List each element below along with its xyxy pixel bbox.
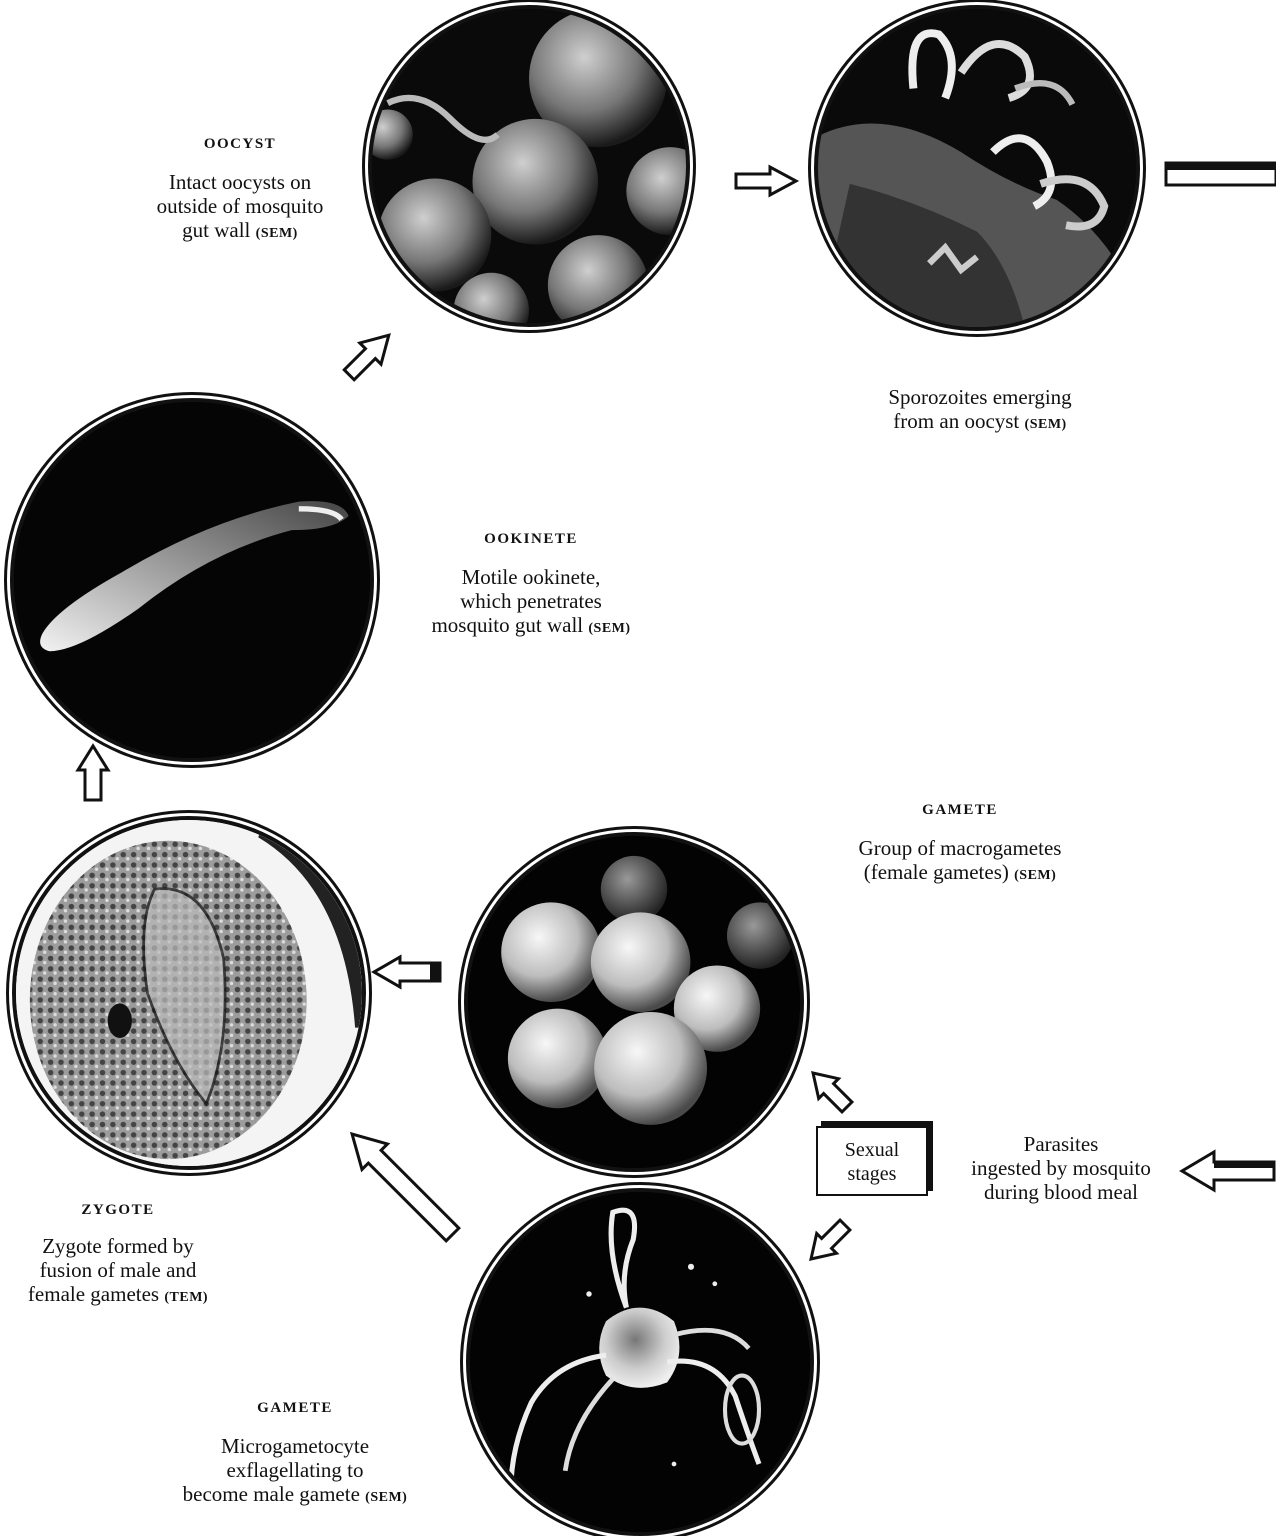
- caption-sporozoites: Sporozoites emerging from an oocyst (SEM…: [830, 385, 1130, 437]
- ookinete-micrograph: [10, 398, 374, 762]
- caption-ookinete-line: mosquito gut wall: [431, 613, 583, 637]
- caption-parasites-line: Parasites: [946, 1132, 1176, 1156]
- caption-oocyst-method: (SEM): [256, 226, 298, 241]
- arrow-zygote-to-ookinete: [76, 744, 110, 802]
- caption-gamete-female: GAMETE Group of macrogametes (female gam…: [820, 798, 1100, 888]
- arrow-sexual-to-macrogamete: [800, 1060, 860, 1120]
- caption-oocyst-line: gut wall: [182, 218, 250, 242]
- caption-zygote-line: Zygote formed by: [0, 1234, 236, 1258]
- caption-gamete-female-line: Group of macrogametes: [820, 836, 1100, 860]
- caption-gamete-male-title: GAMETE: [140, 1396, 450, 1420]
- caption-gamete-male: GAMETE Microgametocyte exflagellating to…: [140, 1396, 450, 1510]
- caption-ookinete-line: Motile ookinete,: [386, 565, 676, 589]
- caption-gamete-female-title: GAMETE: [820, 798, 1100, 822]
- caption-parasites-line: ingested by mosquito: [946, 1156, 1176, 1180]
- sexual-stages-box: Sexual stages: [816, 1126, 928, 1196]
- arrow-oocyst-to-sporozoite: [734, 165, 798, 197]
- arrow-macrogamete-to-zygote: [372, 955, 442, 989]
- caption-parasites: Parasites ingested by mosquito during bl…: [946, 1132, 1176, 1204]
- caption-oocyst: OOCYST Intact oocysts on outside of mosq…: [120, 132, 360, 246]
- caption-gamete-female-line: (female gametes): [864, 860, 1009, 884]
- zygote-micrograph: [12, 816, 366, 1170]
- caption-gamete-male-line: Microgametocyte: [140, 1434, 450, 1458]
- caption-zygote: ZYGOTE Zygote formed by fusion of male a…: [0, 1198, 236, 1310]
- caption-oocyst-line: outside of mosquito: [120, 194, 360, 218]
- sexual-stages-line1: Sexual: [818, 1138, 926, 1162]
- caption-gamete-female-method: (SEM): [1014, 868, 1056, 883]
- arrow-sexual-to-microgamete: [796, 1212, 860, 1272]
- arrow-parasites-ingested: [1180, 1148, 1276, 1194]
- arrow-microgamete-to-zygote: [328, 1110, 478, 1260]
- caption-ookinete-line: which penetrates: [386, 589, 676, 613]
- caption-zygote-method: (TEM): [164, 1290, 208, 1305]
- sexual-stages-line2: stages: [818, 1162, 926, 1186]
- arrow-ookinete-to-oocyst: [336, 322, 402, 388]
- caption-ookinete: OOKINETE Motile ookinete, which penetrat…: [386, 527, 676, 641]
- macrogamete-micrograph: [464, 832, 804, 1172]
- caption-parasites-line: during blood meal: [946, 1180, 1176, 1204]
- caption-ookinete-method: (SEM): [588, 621, 630, 636]
- caption-sporozoites-line: Sporozoites emerging: [830, 385, 1130, 409]
- sporozoite-micrograph: [814, 5, 1140, 331]
- caption-zygote-line: female gametes: [28, 1282, 159, 1306]
- caption-gamete-male-line: exflagellating to: [140, 1458, 450, 1482]
- caption-zygote-title: ZYGOTE: [0, 1198, 236, 1222]
- caption-gamete-male-method: (SEM): [365, 1490, 407, 1505]
- caption-gamete-male-line: become male gamete: [183, 1482, 360, 1506]
- caption-oocyst-title: OOCYST: [120, 132, 360, 156]
- caption-ookinete-title: OOKINETE: [386, 527, 676, 551]
- caption-sporozoites-line: from an oocyst: [893, 409, 1019, 433]
- caption-oocyst-line: Intact oocysts on: [120, 170, 360, 194]
- caption-sporozoites-method: (SEM): [1025, 417, 1067, 432]
- microgametocyte-micrograph: [466, 1188, 814, 1536]
- arrow-sporozoite-exit: [1164, 160, 1276, 188]
- oocyst-micrograph: [368, 5, 690, 327]
- caption-zygote-line: fusion of male and: [0, 1258, 236, 1282]
